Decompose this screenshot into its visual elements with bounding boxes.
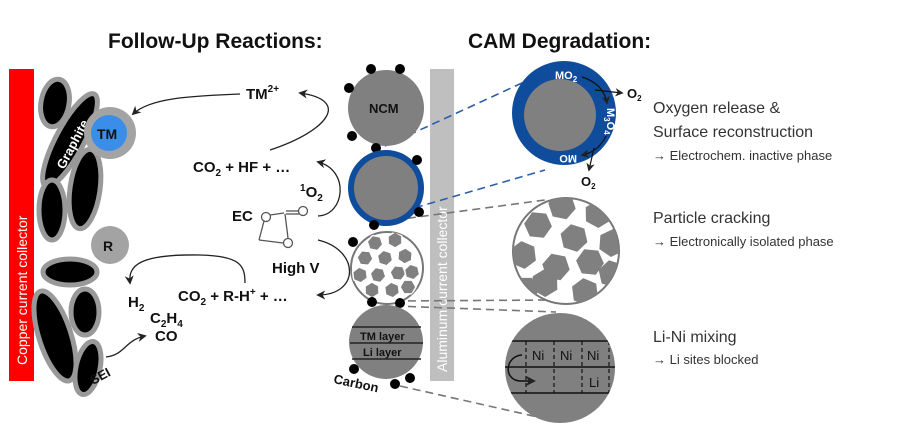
crystal-grain-small [356, 249, 374, 267]
arrow-to-h2 [124, 254, 246, 285]
title-follow-up-reactions: Follow-Up Reactions: [108, 30, 323, 53]
li-ni-mixing-title: Li-Ni mixing [653, 329, 737, 346]
r-label: R [103, 238, 113, 254]
li-ni-mixing-consequence: → Li sites blocked [653, 352, 759, 367]
crystal-grain [560, 224, 588, 252]
ni-cell-2: Ni [560, 348, 572, 363]
crystal-grain [513, 241, 536, 269]
particle-cracking-title: Particle cracking [653, 210, 770, 227]
oxygen-release-title-line1: Oxygen release & [653, 100, 781, 117]
graphite-particles [31, 76, 104, 398]
oxygen-release-consequence: → Electrochem. inactive phase [653, 148, 832, 163]
ec-molecule [258, 205, 309, 249]
oxygen-release-title-line2: Surface reconstruction [653, 124, 813, 141]
copper-collector-label: Copper current collector [14, 215, 30, 365]
ncm-label: NCM [369, 101, 399, 116]
copper-current-collector [9, 69, 34, 381]
tm-label: TM [97, 126, 117, 142]
li-layer-label: Li layer [363, 347, 402, 359]
o2-released-top: O2 [627, 86, 642, 103]
crystal-grain [524, 212, 552, 238]
li-cell: Li [589, 375, 599, 390]
crystal-grain-small [387, 232, 403, 249]
aluminum-current-collector [430, 69, 454, 381]
tm-layer-label: TM layer [360, 331, 405, 343]
m3o4-label: M3O4 [602, 108, 616, 135]
crystal-grain-small [376, 249, 394, 267]
aluminum-collector-label: Aluminum current collector [434, 206, 450, 372]
arrow-high-voltage [316, 239, 351, 300]
r-species [91, 226, 129, 264]
crystal-grain-small [403, 263, 421, 281]
crystal-grain-small [399, 279, 417, 295]
arrow-sei-to-gases [105, 332, 147, 358]
crystal-grain-small [351, 266, 369, 284]
cracked-particle-small [348, 231, 424, 308]
crystal-grain-small [366, 234, 384, 252]
crystal-grain-small [364, 281, 380, 299]
mo2-label: MO2 [555, 70, 578, 84]
h2-label: H2 [128, 294, 145, 314]
layered-particle [349, 305, 423, 389]
title-cam-degradation: CAM Degradation: [468, 30, 651, 53]
crystal-grain-small [389, 264, 407, 282]
co2-hf-products: CO2 + HF + … [193, 159, 290, 179]
arrow-ncm-to-tm [269, 89, 329, 151]
arrow-singlet-oxygen [316, 159, 341, 217]
oxygen-release-particle [512, 61, 624, 172]
c2h4-label: C2H4 [150, 310, 183, 330]
tm-deposit [91, 115, 127, 151]
crystal-grain [576, 249, 604, 275]
tm-ion-label: TM2+ [246, 84, 279, 103]
cracked-particle-large [512, 197, 620, 305]
ncm-particle [344, 64, 424, 153]
co2-rh-products: CO2 + R-H+ + … [178, 287, 288, 308]
particle-cracking-consequence: → Electronically isolated phase [653, 234, 834, 249]
arrow-tm-dissolution [131, 93, 241, 116]
crystal-grain-small [369, 266, 387, 284]
high-voltage-label: High V [272, 260, 320, 277]
crystal-grain [548, 198, 576, 220]
ec-label: EC [232, 208, 253, 225]
reconstructed-particle [348, 150, 424, 230]
li-ni-mixing-particle [505, 313, 615, 423]
o2-released-bottom: O2 [581, 174, 596, 191]
crystal-grain-small [397, 247, 413, 265]
singlet-oxygen-label: 1O2 [300, 183, 323, 204]
crystal-grain-small [383, 281, 401, 299]
ni-cell-1: Ni [532, 348, 544, 363]
mo-label: MO [559, 152, 577, 164]
reaction-arrows [105, 89, 351, 358]
co-label: CO [155, 328, 178, 345]
ni-cell-3: Ni [587, 348, 599, 363]
